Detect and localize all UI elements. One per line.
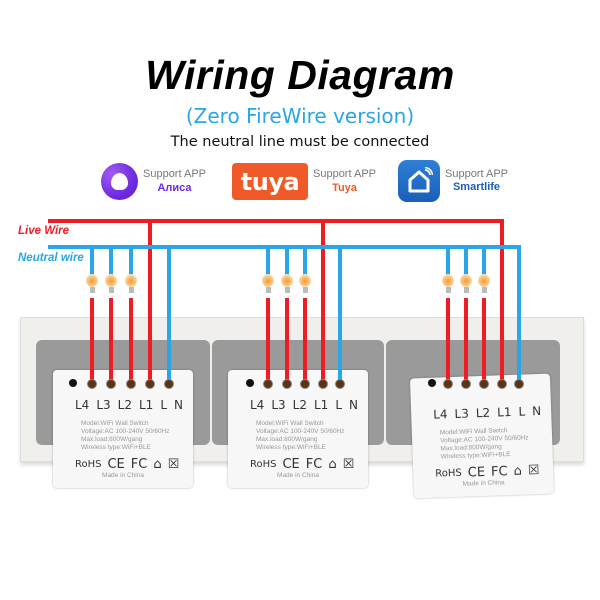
- bulb-icon: [478, 274, 490, 293]
- spec-max-load: Max.load:800W/gang: [256, 436, 318, 444]
- bulb-icon: [105, 274, 117, 293]
- app-smartlife: Support APP Smartlife: [398, 160, 508, 202]
- terminal-l3: L3: [96, 398, 111, 412]
- terminal-l4: L4: [75, 398, 90, 412]
- alice-icon: [101, 163, 138, 200]
- diagram-subtitle: (Zero FireWire version): [185, 104, 415, 128]
- neutral-wire-label: Neutral wire: [18, 252, 84, 264]
- indoor-house-icon: ⌂: [153, 456, 162, 472]
- terminal-n: N: [174, 398, 183, 412]
- terminal-l1: L1: [138, 398, 154, 412]
- rohs-mark: RoHS: [75, 458, 102, 470]
- bulb-icon: [460, 274, 472, 293]
- rohs-mark: RoHS: [250, 458, 277, 470]
- switch-module-2: L4 L3 L2 L1 L N Model:WiFi Wall Switch V…: [228, 370, 368, 488]
- spec-voltage: Voltage:AC 100-240V 50/60Hz: [81, 428, 170, 436]
- bulb-icon: [86, 274, 98, 293]
- terminal-l1: L1: [313, 398, 329, 412]
- app-name: Smartlife: [452, 181, 501, 193]
- switch-module-1: L4 L3 L2 L1 L N Model:WiFi Wall Switch V…: [53, 370, 193, 488]
- smartlife-house-icon: [398, 160, 440, 202]
- terminal-l: L: [335, 398, 342, 412]
- terminal-l2: L2: [117, 398, 132, 412]
- tuya-icon: tuya: [232, 163, 308, 200]
- weee-bin-icon: ☒: [167, 456, 180, 472]
- terminal-l4: L4: [250, 398, 265, 412]
- bulb-icon: [442, 274, 454, 293]
- spec-wireless: Wireless type:WiFi+BLE: [81, 444, 151, 452]
- spec-voltage: Voltage:AC 100-240V 50/60Hz: [256, 428, 345, 436]
- bulb-icon: [281, 274, 293, 293]
- spec-max-load: Max.load:800W/gang: [81, 436, 143, 444]
- app-tuya: tuya Support APP Tuya: [232, 163, 376, 200]
- bulb-icon: [125, 274, 137, 293]
- cert-marks: RoHS CE FC ⌂ ☒: [75, 457, 193, 472]
- ce-mark: CE: [282, 456, 300, 472]
- app-support-label: Support APP: [313, 168, 376, 181]
- app-support-label: Support APP: [143, 168, 206, 181]
- diagram-title: Wiring Diagram: [145, 52, 455, 98]
- ce-mark: CE: [107, 456, 125, 472]
- live-bus-wire: [48, 219, 504, 385]
- cert-marks: RoHS CE FC ⌂ ☒: [250, 457, 368, 472]
- app-name: Tuya: [332, 181, 357, 194]
- made-in-label: Made in China: [277, 471, 319, 479]
- weee-bin-icon: ☒: [342, 456, 355, 472]
- bulb-icon: [299, 274, 311, 293]
- spec-wireless: Wireless type:WiFi+BLE: [256, 444, 326, 452]
- fc-mark: FC: [305, 456, 323, 472]
- live-wire-label: Live Wire: [18, 225, 70, 237]
- app-support-label: Support APP: [445, 167, 508, 180]
- indoor-house-icon: ⌂: [328, 456, 337, 472]
- neutral-note: The neutral line must be connected: [170, 134, 430, 150]
- terminal-labels: L4 L3 L2 L1 L N: [75, 398, 183, 412]
- spec-model: Model:WiFi Wall Switch: [256, 420, 324, 427]
- app-name: Алиса: [157, 181, 192, 194]
- app-alice: Support APP Алиса: [101, 163, 206, 200]
- spec-model: Model:WiFi Wall Switch: [81, 420, 149, 427]
- bulb-icon: [262, 274, 274, 293]
- fc-mark: FC: [130, 456, 148, 472]
- terminal-n: N: [349, 398, 358, 412]
- terminal-labels: L4 L3 L2 L1 L N: [250, 398, 358, 412]
- terminal-l3: L3: [271, 398, 286, 412]
- terminal-l2: L2: [292, 398, 307, 412]
- neutral-bus-wire: [48, 245, 521, 385]
- terminal-l: L: [160, 398, 167, 412]
- made-in-label: Made in China: [102, 471, 144, 479]
